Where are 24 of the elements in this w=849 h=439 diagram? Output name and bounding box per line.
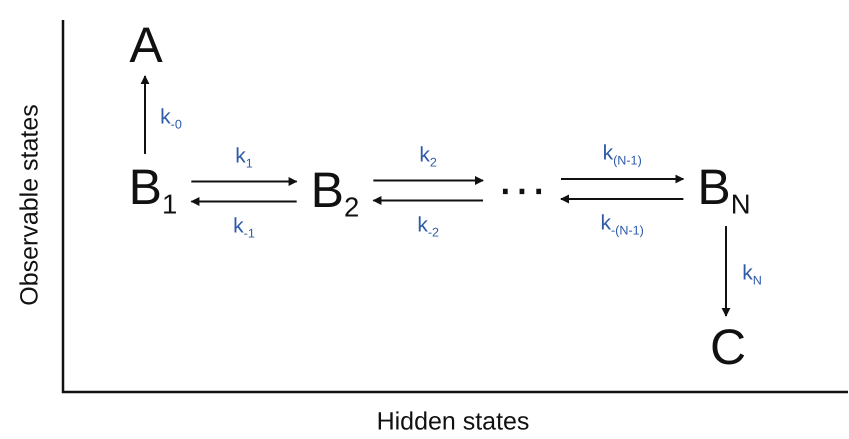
rate-constant-label: k$_{-2}$ [417,214,440,239]
state-label: B$_{N}$ [693,160,755,220]
state-label: ··· [493,161,551,215]
rate-constant-label: k$_{-1}$ [233,215,255,240]
state-label: C [706,320,750,374]
axis-title: Observable states [16,104,44,306]
arrow [560,174,684,184]
state-label: A [125,18,167,72]
arrow [191,177,298,186]
rate-constant-label: k$_{-(N-1)}$ [600,212,644,238]
arrow [372,196,484,205]
arrow [373,176,484,185]
rate-constant-label: k$_{N}$ [742,262,762,288]
state-label: B$_{2}$ [306,162,364,224]
rate-constant-label: k$_{-0}$ [160,106,182,132]
rate-constant-label: k$_{2}$ [419,144,437,169]
arrow [560,194,684,204]
arrow [140,75,150,154]
rate-constant-label: k$_{(N-1)}$ [602,142,642,168]
state-label: B$_{1}$ [124,160,182,220]
arrow [190,197,297,206]
axis-title: Hidden states [376,408,530,436]
rate-constant-label: k$_{1}$ [235,145,253,170]
arrow [722,226,730,317]
